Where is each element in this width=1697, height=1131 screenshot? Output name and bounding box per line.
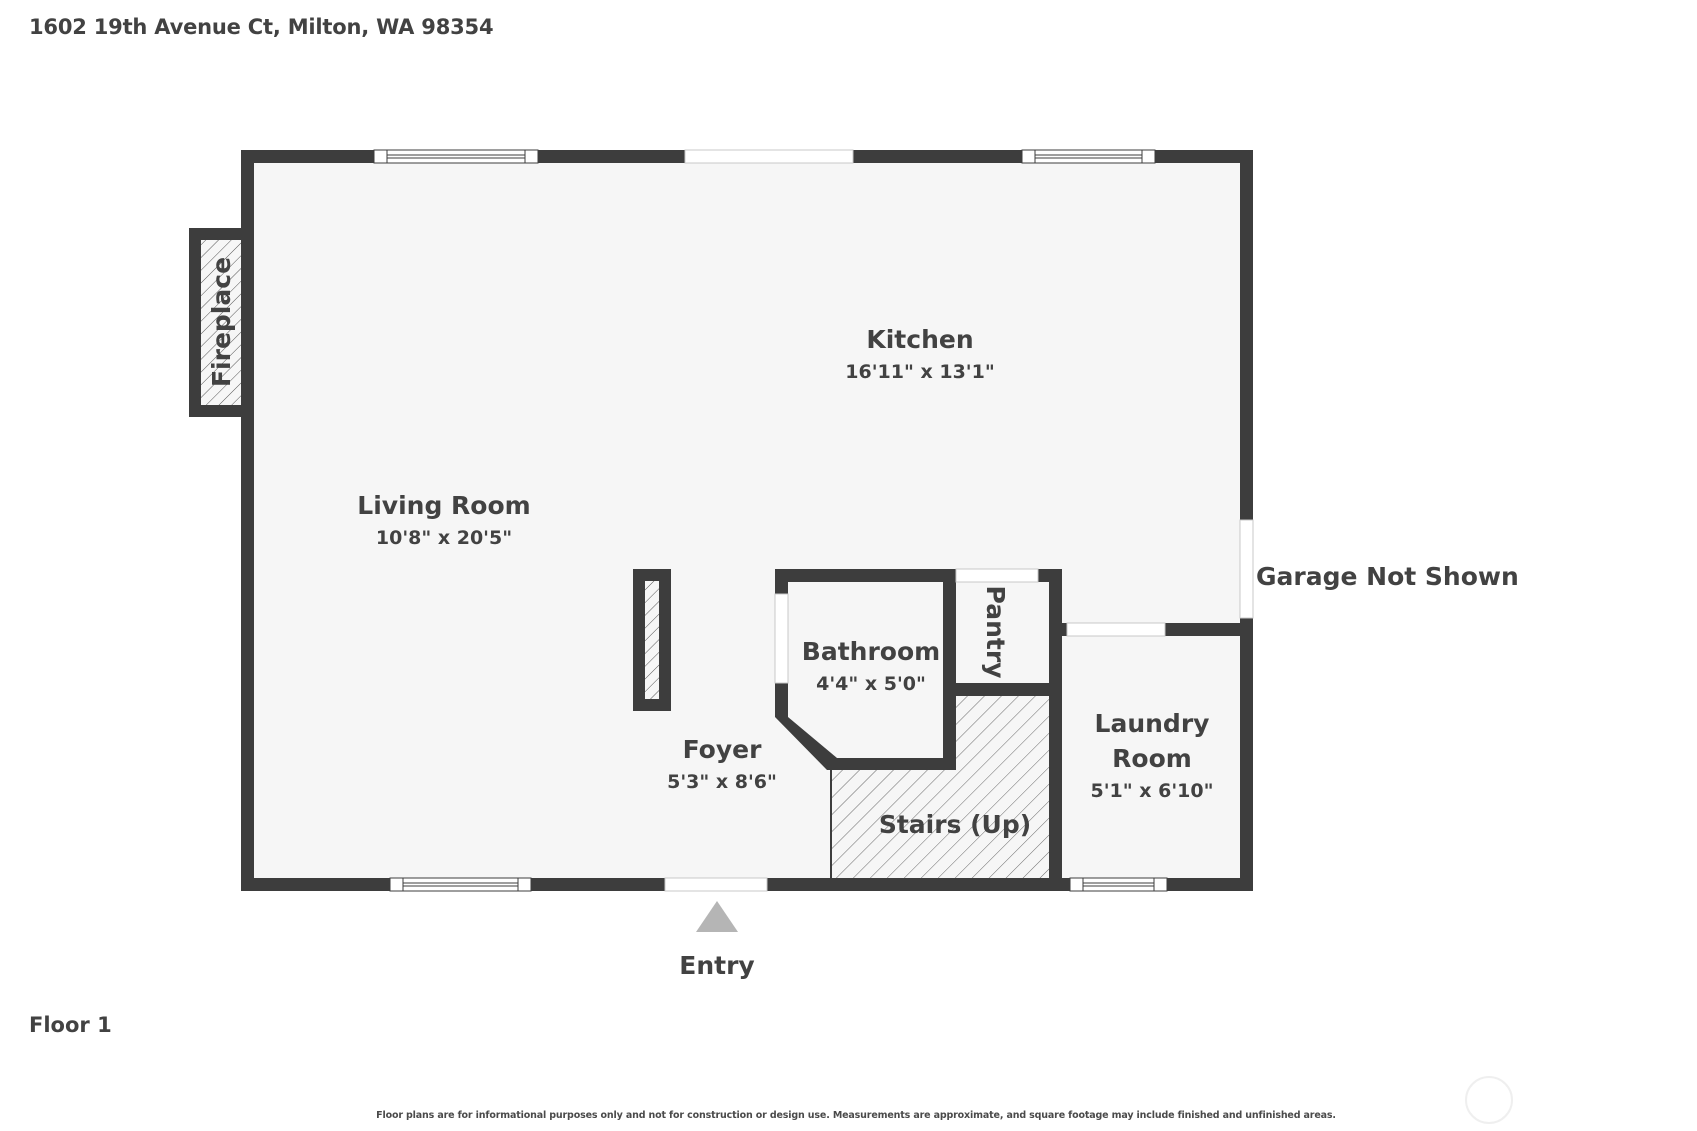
laundry-name-line1: Laundry	[1095, 709, 1210, 738]
top-window-right	[1021, 149, 1156, 164]
foyer-name: Foyer	[683, 735, 762, 764]
top-window-left	[373, 149, 539, 164]
bathroom-dims: 4'4" x 5'0"	[816, 673, 926, 695]
entry-label: Entry	[679, 951, 754, 980]
bathroom-name: Bathroom	[802, 637, 940, 666]
property-address: 1602 19th Avenue Ct, Milton, WA 98354	[29, 15, 494, 39]
kitchen-name: Kitchen	[866, 325, 973, 354]
pantry-name: Pantry	[981, 586, 1010, 679]
entry-arrow-icon	[696, 901, 738, 932]
stairs-name: Stairs (Up)	[879, 810, 1031, 839]
kitchen-dims: 16'11" x 13'1"	[845, 361, 994, 383]
garage-doorway	[1239, 519, 1254, 619]
fireplace-name: Fireplace	[207, 257, 236, 387]
bottom-window-right	[1069, 877, 1168, 892]
entry-doorway	[664, 877, 768, 892]
floor-area	[254, 163, 1240, 878]
top-doorway	[684, 149, 854, 164]
laundry-door	[1066, 622, 1166, 637]
foyer-dims: 5'3" x 8'6"	[667, 771, 777, 793]
bottom-window-left	[389, 877, 532, 892]
laundry-dims: 5'1" x 6'10"	[1090, 780, 1213, 802]
pantry-door	[955, 568, 1039, 583]
floor-label: Floor 1	[29, 1013, 112, 1037]
pantry-walls	[943, 569, 1062, 878]
bathroom-door	[774, 593, 789, 684]
laundry-name-line2: Room	[1112, 744, 1192, 773]
living-room-dims: 10'8" x 20'5"	[376, 527, 512, 549]
garage-note: Garage Not Shown	[1256, 562, 1519, 591]
compass-icon	[1465, 1076, 1513, 1124]
living-room-name: Living Room	[357, 491, 530, 520]
stairs-area	[831, 692, 1049, 878]
pillar	[633, 569, 671, 711]
disclaimer: Floor plans are for informational purpos…	[376, 1110, 1336, 1121]
fireplace	[189, 228, 249, 417]
